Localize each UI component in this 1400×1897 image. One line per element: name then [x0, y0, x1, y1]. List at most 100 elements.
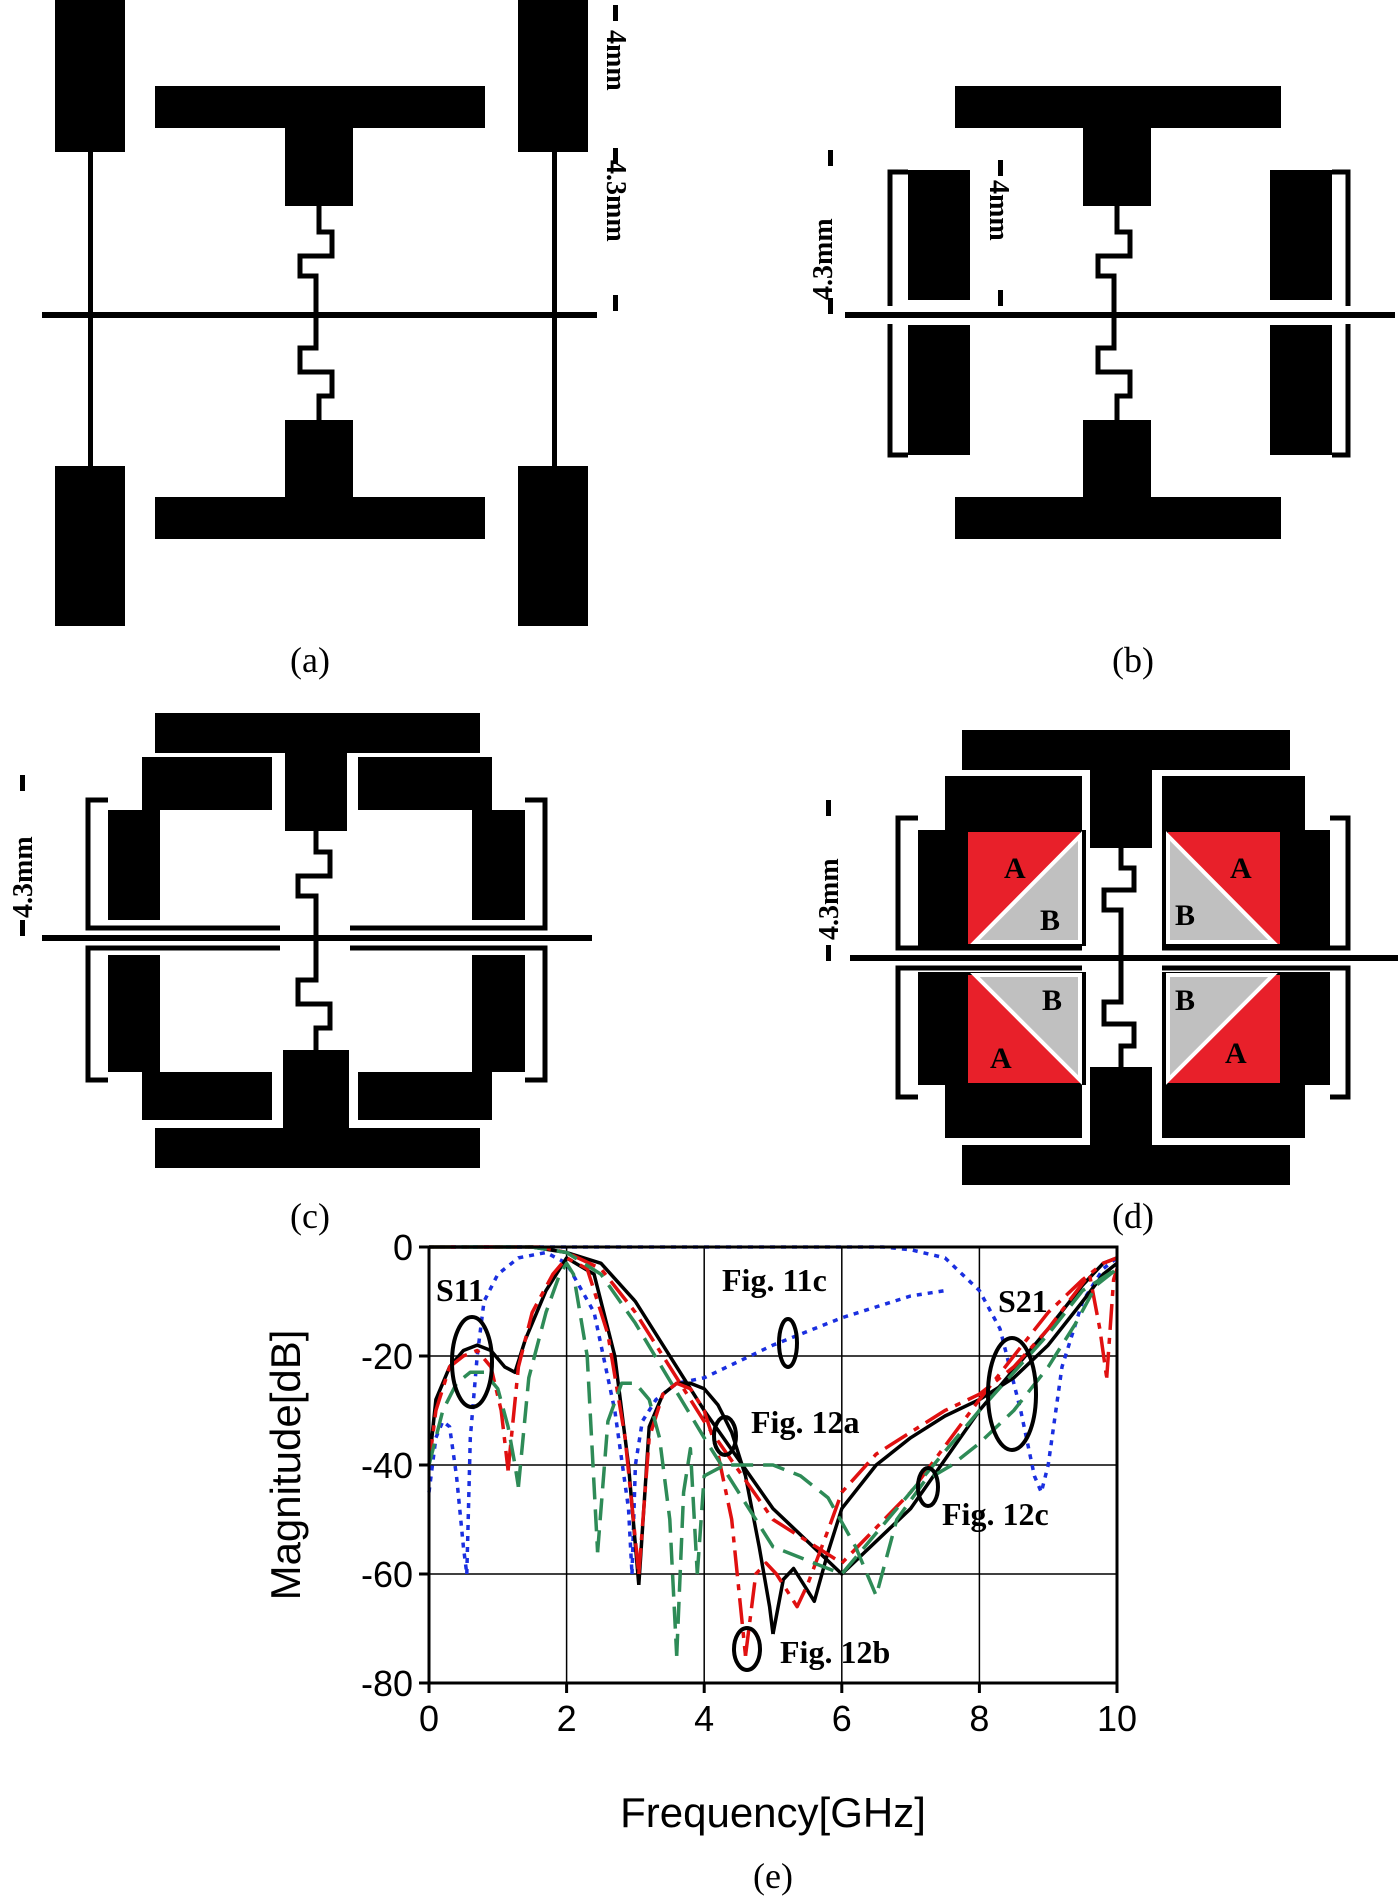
stub-right-upper — [1270, 170, 1332, 300]
dim-tick — [826, 945, 831, 961]
main-transmission-line — [42, 935, 592, 941]
t-resonator-top-stem — [1083, 126, 1151, 206]
series-fig-12b-curve — [427, 1348, 510, 1471]
feed-loop-bottom-left — [895, 965, 1082, 1100]
stub-right-lower — [1270, 325, 1332, 455]
region-b-label: B — [1042, 984, 1062, 1017]
t-resonator-top-bar — [962, 730, 1290, 770]
y-axis-label: Magnitude[dB] — [262, 1330, 309, 1601]
series-fig-12a-curve — [771, 1261, 1119, 1635]
dim-tick — [20, 920, 25, 936]
stub-bottom-right — [518, 466, 588, 626]
region-b — [1166, 831, 1278, 944]
dim-label-4mm: 4mm — [600, 30, 631, 91]
chart-grid — [429, 1247, 1117, 1683]
t-resonator-bottom-stem — [283, 1050, 349, 1130]
stub-feed-left-lower — [887, 324, 908, 458]
x-tick-label: 10 — [1097, 1698, 1137, 1739]
y-tick-label: -80 — [361, 1663, 413, 1704]
t-resonator-bottom-bar — [955, 497, 1281, 539]
dim-tick — [826, 800, 831, 816]
region-b — [970, 831, 1082, 944]
t-resonator-top-stem — [1090, 768, 1152, 848]
x-axis-label: Frequency[GHz] — [620, 1789, 926, 1836]
panel-d: A B A B B B A A 4.3mm (d) — [814, 730, 1398, 1236]
s11-ellipse — [450, 1315, 494, 1409]
t-resonator-top-bar — [955, 86, 1281, 128]
t-resonator-bottom-stem — [1083, 420, 1151, 500]
t-resonator-top-stem — [285, 751, 347, 831]
y-tick-label: -20 — [361, 1336, 413, 1377]
series-fig-12a-curve — [637, 1381, 775, 1635]
dim-tick — [828, 150, 833, 166]
panel-label-e: (e) — [753, 1856, 793, 1896]
l-resonator-top-left — [108, 757, 272, 920]
stub-top-left — [55, 0, 125, 152]
series-fig-12b-curve — [743, 1272, 1109, 1657]
region-a-label: A — [990, 1042, 1012, 1075]
fig12a-ellipse — [712, 1415, 738, 1457]
annotation-ellipses — [450, 1315, 1038, 1672]
dim-tick — [998, 160, 1003, 176]
series-fig-12c-curve — [427, 1370, 521, 1488]
dim-tick — [613, 5, 618, 21]
x-tick-label: 8 — [969, 1698, 989, 1739]
annotation-fig12c: Fig. 12c — [942, 1496, 1049, 1532]
fig12c-ellipse — [916, 1466, 940, 1508]
panel-c: 4.3mm (c) — [8, 713, 592, 1236]
t-resonator-bottom-stem — [1090, 1067, 1152, 1147]
panel-b: 4.3mm 4mm (b) — [808, 86, 1395, 680]
series-fig-11c-curve — [465, 1250, 634, 1575]
panel-a: 4mm 4.3mm (a) — [42, 0, 631, 680]
region-b — [970, 973, 1082, 1085]
series-fig-12c-curve — [595, 1381, 679, 1656]
stub-left-upper — [908, 170, 970, 300]
panel-label-c: (c) — [290, 1196, 330, 1236]
meander-line — [297, 206, 335, 420]
main-transmission-line — [850, 955, 1398, 961]
dim-label-4mm: 4mm — [983, 180, 1014, 241]
y-tick-label: 0 — [393, 1227, 413, 1268]
series-fig-12b-curve — [429, 1245, 1118, 1565]
fig12b-ellipse — [732, 1626, 762, 1672]
main-transmission-line — [42, 312, 597, 318]
t-resonator-top-bar — [155, 713, 480, 753]
y-tick-label: -60 — [361, 1554, 413, 1595]
t-resonator-bottom-bar — [962, 1145, 1290, 1185]
dim-label-4-3mm: 4.3mm — [8, 836, 39, 918]
fig11c-ellipse — [777, 1317, 799, 1369]
annotation-s21: S21 — [998, 1283, 1048, 1319]
x-tick-label: 6 — [832, 1698, 852, 1739]
dim-label-4-3mm: 4.3mm — [600, 160, 631, 242]
region-b-label: B — [1175, 984, 1195, 1017]
x-tick-label: 4 — [694, 1698, 714, 1739]
dim-label-4-3mm: 4.3mm — [814, 858, 845, 940]
main-transmission-line — [845, 312, 1395, 318]
l-resonator-bottom-right — [358, 955, 525, 1120]
l-resonator-top-right — [358, 757, 525, 920]
region-a-label: A — [1004, 852, 1026, 885]
panel-label-b: (b) — [1112, 640, 1154, 680]
stub-feed-left-upper — [887, 169, 908, 306]
series-fig-12b-curve — [506, 1256, 641, 1575]
series-fig-11c-curve — [427, 1419, 469, 1575]
region-b — [1166, 973, 1278, 1085]
series-fig-12b-curve — [1104, 1268, 1119, 1378]
t-resonator-bottom-stem — [285, 420, 353, 500]
t-resonator-bottom-bar — [155, 1128, 480, 1168]
stub-top-right — [518, 0, 588, 152]
dim-tick — [828, 298, 833, 314]
feed-loop-top-left — [85, 797, 280, 931]
annotation-fig12b: Fig. 12b — [780, 1634, 890, 1670]
dim-tick — [998, 290, 1003, 306]
feed-loop-bottom-left — [85, 945, 280, 1083]
series-fig-12b-curve — [637, 1381, 748, 1656]
panel-label-a: (a) — [290, 640, 330, 680]
region-b-label: B — [1175, 899, 1195, 932]
s21-ellipse — [986, 1336, 1038, 1452]
t-resonator-bottom-bar — [155, 497, 485, 539]
series-fig-12c-curve — [674, 1446, 700, 1656]
